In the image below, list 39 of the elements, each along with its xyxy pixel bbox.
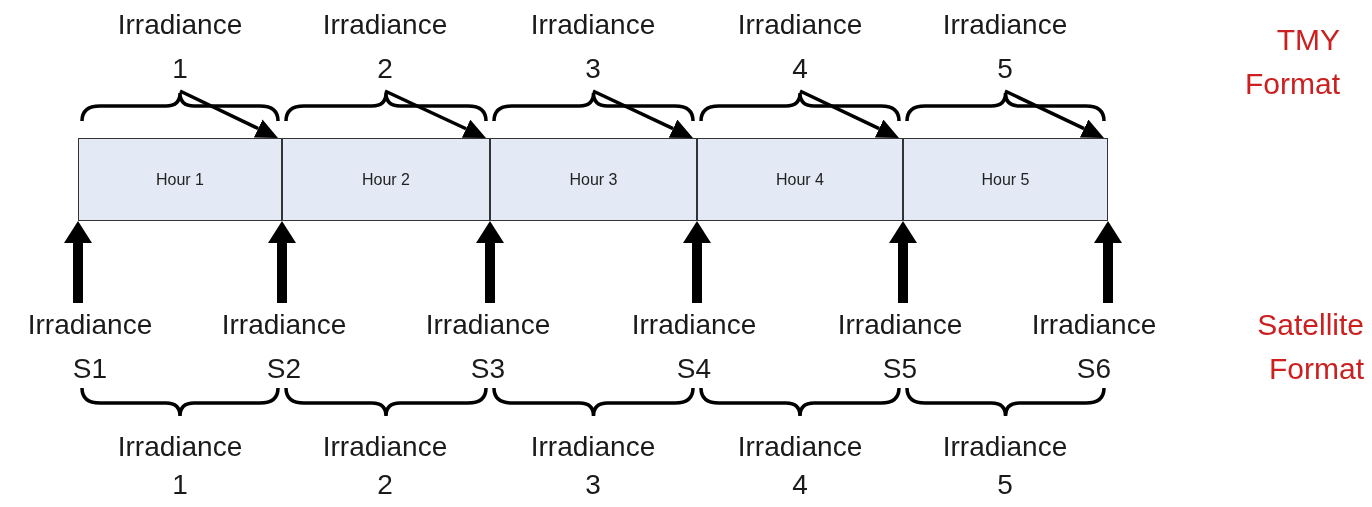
irradiance-label: Irradiance 1 — [117, 3, 243, 91]
hour-label: Hour 2 — [362, 170, 410, 189]
arrow — [1004, 89, 1104, 138]
irradiance-label: Irradiance 3 — [530, 3, 656, 91]
irradiance-label: Irradiance S1 — [27, 303, 153, 391]
irradiance-label: Irradiance S3 — [425, 303, 551, 391]
hour-label: Hour 5 — [981, 170, 1030, 189]
irradiance-label: Irradiance 5 — [942, 3, 1068, 91]
arrow — [683, 221, 711, 303]
irradiance-label: Irradiance S5 — [837, 303, 963, 391]
format-label: TMY Format — [1245, 22, 1340, 102]
arrow — [384, 89, 486, 138]
irradiance-label: Irradiance 2 — [322, 3, 448, 91]
hour-box — [903, 138, 1108, 221]
irradiance-label: Irradiance S6 — [1031, 303, 1157, 391]
hour-label: Hour 4 — [776, 170, 824, 189]
hour-label: Hour 3 — [569, 170, 618, 189]
irradiance-label: Irradiance 2 — [322, 430, 448, 502]
irradiance-label: Irradiance 1 — [117, 430, 243, 502]
arrow — [889, 221, 917, 303]
arrow — [799, 89, 899, 138]
arrow — [64, 221, 92, 303]
irradiance-label: Irradiance 4 — [737, 430, 863, 502]
irradiance-label: Irradiance S4 — [631, 303, 757, 391]
arrow — [1094, 221, 1122, 303]
hour-box — [282, 138, 490, 221]
hour-box — [490, 138, 697, 221]
format-label: Satellite Format — [1257, 307, 1364, 387]
irradiance-label: Irradiance S2 — [221, 303, 347, 391]
irradiance-label: Irradiance 4 — [737, 3, 863, 91]
irradiance-label: Irradiance 5 — [942, 430, 1068, 502]
hour-label: Hour 1 — [156, 170, 204, 189]
arrow — [476, 221, 504, 303]
hour-box — [78, 138, 282, 221]
arrow — [592, 89, 693, 138]
arrow — [268, 221, 296, 303]
irradiance-label: Irradiance 3 — [530, 430, 656, 502]
arrow — [179, 89, 278, 138]
hour-box — [697, 138, 903, 221]
